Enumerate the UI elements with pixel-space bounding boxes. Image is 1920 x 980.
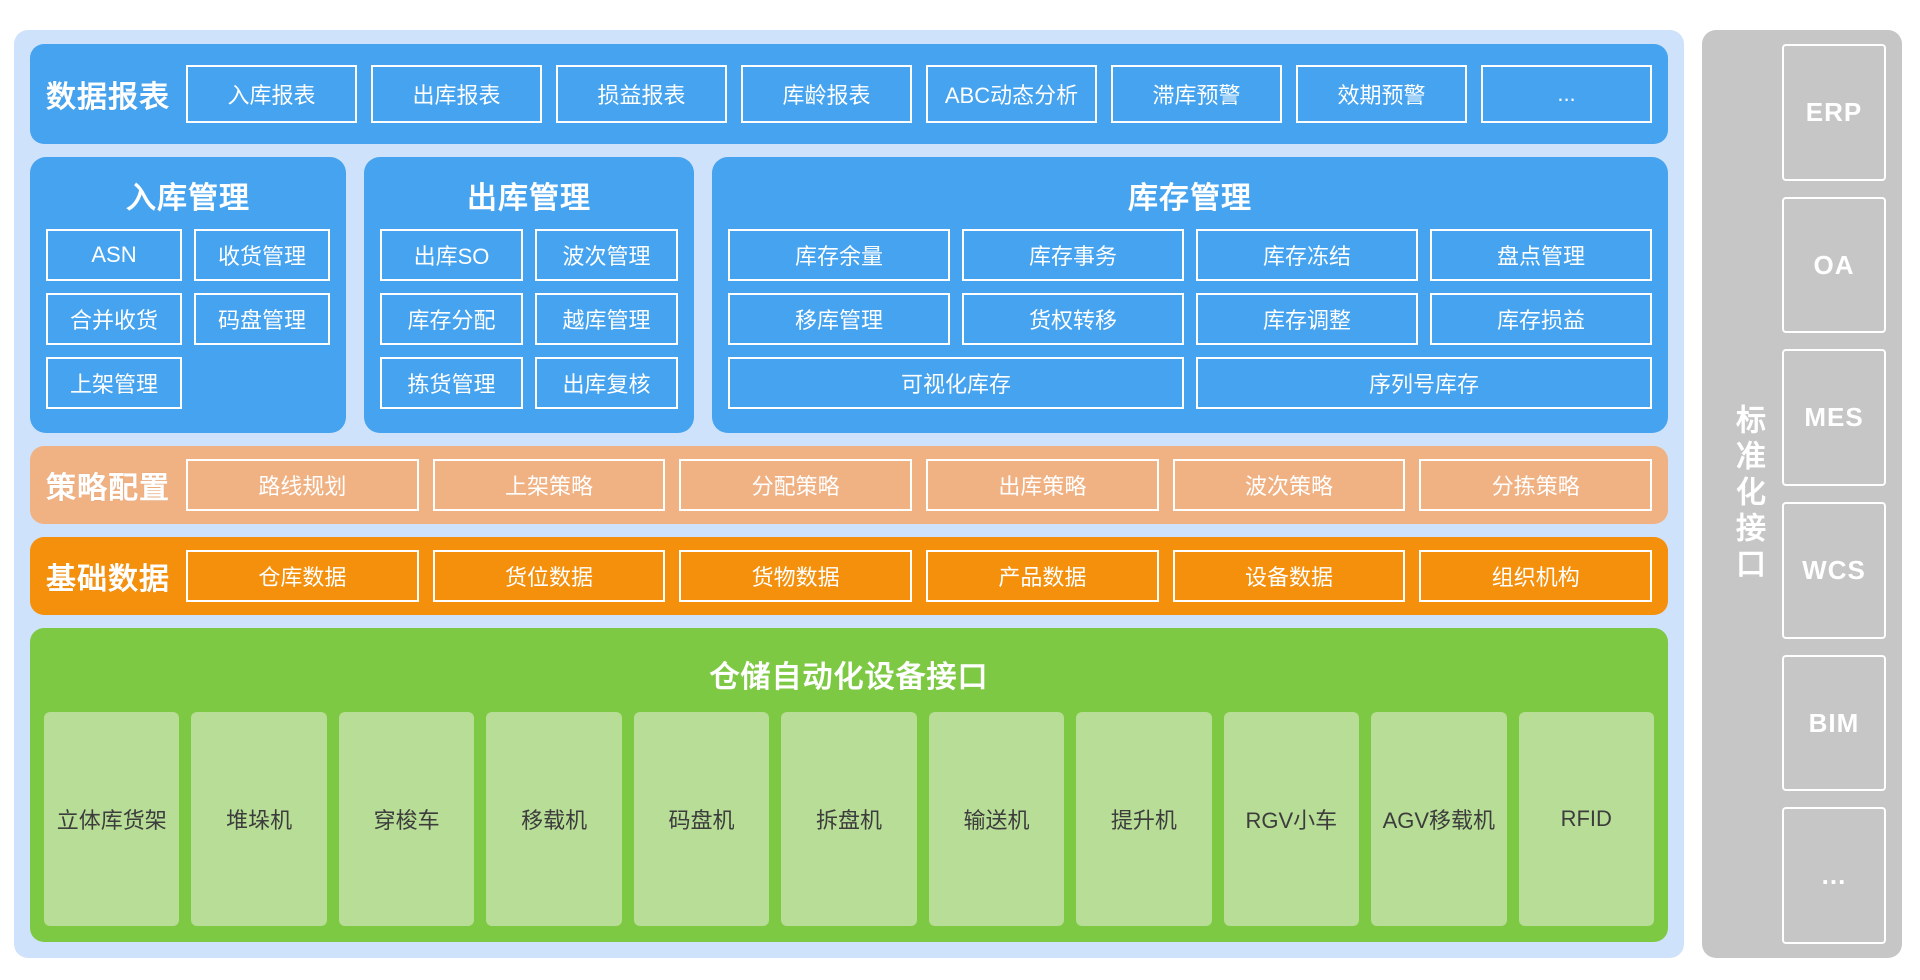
sidebar-item-mes[interactable]: MES — [1782, 349, 1886, 487]
data-reports-chips: 入库报表 出库报表 损益报表 库龄报表 ABC动态分析 滞库预警 效期预警 ..… — [186, 65, 1652, 123]
strategy-chip-putaway[interactable]: 上架策略 — [432, 459, 666, 511]
data-reports-title: 数据报表 — [46, 81, 170, 114]
report-chip-profit-loss[interactable]: 损益报表 — [556, 65, 727, 123]
report-chip-more[interactable]: ... — [1481, 65, 1652, 123]
automation-chip-rgv[interactable]: RGV小车 — [1223, 712, 1360, 926]
basedata-chip-location[interactable]: 货位数据 — [432, 550, 666, 602]
sidebar-label: 标准化接口 — [1731, 404, 1764, 584]
strategy-chips: 路线规划 上架策略 分配策略 出库策略 波次策略 分拣策略 — [186, 459, 1653, 511]
standard-interface-sidebar: 标准化接口 ERP OA MES WCS BIM ... — [1702, 30, 1902, 958]
automation-chip-agv[interactable]: AGV移载机 — [1371, 712, 1507, 926]
outbound-item-recheck[interactable]: 出库复核 — [535, 357, 678, 409]
automation-band: 仓储自动化设备接口 立体库货架 堆垛机 穿梭车 移载机 码盘机 拆盘机 输送机 … — [30, 628, 1668, 942]
module-stock-title: 库存管理 — [1128, 182, 1252, 215]
sidebar-item-oa[interactable]: OA — [1782, 196, 1886, 334]
basedata-chips: 仓库数据 货位数据 货物数据 产品数据 设备数据 组织机构 — [186, 550, 1653, 602]
module-stock: 库存管理 库存余量 库存事务 库存冻结 盘点管理 移库管理 货权转移 库存调整 … — [712, 157, 1668, 433]
basedata-title: 基础数据 — [46, 563, 170, 596]
outbound-item-picking[interactable]: 拣货管理 — [380, 357, 523, 409]
strategy-chip-allocation[interactable]: 分配策略 — [679, 459, 913, 511]
stock-item-adjustment[interactable]: 库存调整 — [1196, 293, 1418, 345]
basedata-chip-equipment[interactable]: 设备数据 — [1172, 550, 1406, 602]
inbound-item-putaway[interactable]: 上架管理 — [46, 357, 182, 409]
strategy-chip-sorting[interactable]: 分拣策略 — [1419, 459, 1653, 511]
report-chip-inbound[interactable]: 入库报表 — [186, 65, 357, 123]
stock-item-freeze[interactable]: 库存冻结 — [1196, 229, 1418, 281]
basedata-chip-product[interactable]: 产品数据 — [926, 550, 1159, 602]
modules-row: 入库管理 ASN 收货管理 合并收货 码盘管理 上架管理 出库管理 出库SO 波… — [30, 157, 1668, 433]
data-reports-band: 数据报表 入库报表 出库报表 损益报表 库龄报表 ABC动态分析 滞库预警 效期… — [30, 44, 1668, 144]
inbound-item-asn[interactable]: ASN — [46, 229, 182, 281]
report-chip-expiry-alert[interactable]: 效期预警 — [1296, 65, 1467, 123]
automation-chip-stacker-crane[interactable]: 堆垛机 — [191, 712, 327, 926]
automation-chip-transfer-machine[interactable]: 移载机 — [486, 712, 622, 926]
module-outbound-grid: 出库SO 波次管理 库存分配 越库管理 拣货管理 出库复核 — [380, 229, 678, 417]
stock-item-profit-loss[interactable]: 库存损益 — [1430, 293, 1652, 345]
strategy-chip-wave[interactable]: 波次策略 — [1172, 459, 1406, 511]
inbound-item-receiving[interactable]: 收货管理 — [194, 229, 330, 281]
report-chip-stock-age[interactable]: 库龄报表 — [741, 65, 912, 123]
sidebar-item-bim[interactable]: BIM — [1782, 654, 1886, 792]
report-chip-outbound[interactable]: 出库报表 — [371, 65, 542, 123]
automation-chip-shuttle[interactable]: 穿梭车 — [338, 712, 475, 926]
automation-chip-as-rs-rack[interactable]: 立体库货架 — [44, 712, 180, 926]
stock-item-ownership-transfer[interactable]: 货权转移 — [962, 293, 1184, 345]
stock-item-serial-inventory[interactable]: 序列号库存 — [1196, 357, 1652, 409]
module-outbound: 出库管理 出库SO 波次管理 库存分配 越库管理 拣货管理 出库复核 — [364, 157, 694, 433]
report-chip-slow-moving-alert[interactable]: 滞库预警 — [1111, 65, 1282, 123]
strategy-band: 策略配置 路线规划 上架策略 分配策略 出库策略 波次策略 分拣策略 — [30, 446, 1668, 524]
basedata-chip-goods[interactable]: 货物数据 — [679, 550, 913, 602]
stock-item-balance[interactable]: 库存余量 — [728, 229, 950, 281]
wms-architecture-panel: 数据报表 入库报表 出库报表 损益报表 库龄报表 ABC动态分析 滞库预警 效期… — [14, 30, 1684, 958]
stock-item-move[interactable]: 移库管理 — [728, 293, 950, 345]
automation-chip-palletizer[interactable]: 码盘机 — [633, 712, 770, 926]
inbound-item-empty — [194, 357, 330, 409]
basedata-chip-warehouse[interactable]: 仓库数据 — [186, 550, 419, 602]
basedata-chip-organization[interactable]: 组织机构 — [1419, 550, 1653, 602]
basedata-band: 基础数据 仓库数据 货位数据 货物数据 产品数据 设备数据 组织机构 — [30, 537, 1668, 615]
automation-chips: 立体库货架 堆垛机 穿梭车 移载机 码盘机 拆盘机 输送机 提升机 RGV小车 … — [44, 712, 1654, 926]
module-inbound-grid: ASN 收货管理 合并收货 码盘管理 上架管理 — [46, 229, 330, 417]
stock-item-transaction[interactable]: 库存事务 — [962, 229, 1184, 281]
automation-title: 仓储自动化设备接口 — [709, 661, 989, 694]
module-inbound: 入库管理 ASN 收货管理 合并收货 码盘管理 上架管理 — [30, 157, 346, 433]
automation-chip-conveyor[interactable]: 输送机 — [928, 712, 1065, 926]
module-outbound-title: 出库管理 — [467, 182, 591, 215]
automation-chip-lifter[interactable]: 提升机 — [1076, 712, 1212, 926]
stock-item-stocktaking[interactable]: 盘点管理 — [1430, 229, 1652, 281]
automation-chip-rfid[interactable]: RFID — [1518, 712, 1654, 926]
automation-chip-depalletizer[interactable]: 拆盘机 — [781, 712, 917, 926]
module-inbound-title: 入库管理 — [126, 182, 250, 215]
outbound-item-wave[interactable]: 波次管理 — [535, 229, 678, 281]
strategy-chip-outbound[interactable]: 出库策略 — [926, 459, 1159, 511]
outbound-item-allocation[interactable]: 库存分配 — [380, 293, 523, 345]
sidebar-item-erp[interactable]: ERP — [1782, 44, 1886, 181]
sidebar-item-wcs[interactable]: WCS — [1782, 502, 1886, 639]
sidebar-item-more[interactable]: ... — [1782, 807, 1886, 945]
strategy-title: 策略配置 — [46, 472, 170, 505]
module-stock-grid: 库存余量 库存事务 库存冻结 盘点管理 移库管理 货权转移 库存调整 库存损益 … — [728, 229, 1652, 417]
outbound-item-so[interactable]: 出库SO — [380, 229, 523, 281]
inbound-item-merge-receiving[interactable]: 合并收货 — [46, 293, 182, 345]
outbound-item-crossdock[interactable]: 越库管理 — [535, 293, 678, 345]
strategy-chip-route-planning[interactable]: 路线规划 — [186, 459, 419, 511]
inbound-item-palletizing[interactable]: 码盘管理 — [194, 293, 330, 345]
stock-item-visual-inventory[interactable]: 可视化库存 — [728, 357, 1184, 409]
sidebar-items: ERP OA MES WCS BIM ... — [1782, 44, 1886, 945]
report-chip-abc-analysis[interactable]: ABC动态分析 — [926, 65, 1097, 123]
